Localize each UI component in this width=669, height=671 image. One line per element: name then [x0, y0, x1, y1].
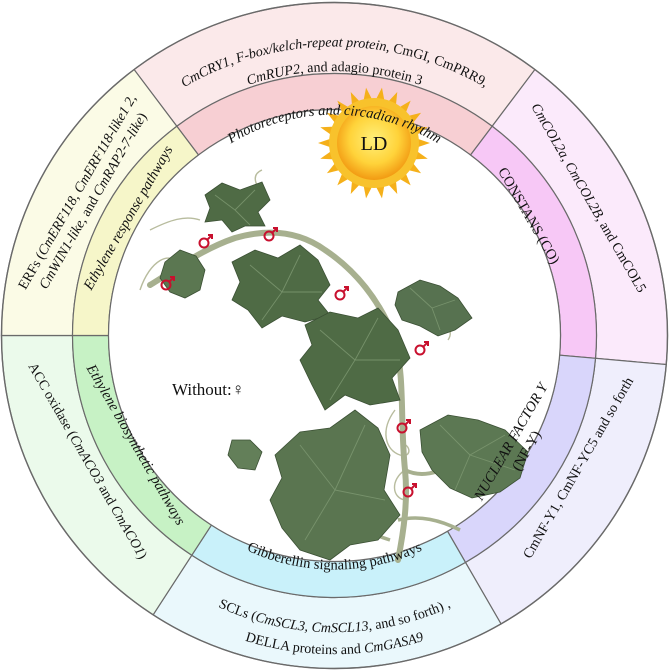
male-symbol-icon: [402, 483, 417, 498]
plant-image: [139, 169, 529, 563]
male-symbol-icon: [414, 341, 429, 356]
sun-ray: [363, 87, 373, 102]
sun-icon: LD: [318, 87, 430, 199]
sun-ray: [337, 100, 350, 114]
male-symbol-icon: [334, 286, 349, 301]
sun-ray: [375, 87, 385, 102]
sun-ray: [398, 172, 411, 186]
sun-ray: [375, 184, 385, 199]
male-symbol-icon: [198, 234, 213, 249]
sun-ray: [318, 138, 332, 148]
sun-ray: [337, 172, 350, 186]
male-symbol-icon: [263, 227, 278, 242]
sun-label: LD: [361, 133, 388, 155]
sun-ray: [398, 100, 411, 114]
without-female-label: Without:♀: [172, 380, 245, 399]
sun-ray: [416, 138, 430, 148]
male-symbol-icon: [160, 276, 175, 291]
male-symbol-icon: [396, 419, 411, 434]
male-flower-markers: [160, 227, 429, 498]
sun-ray: [363, 184, 373, 199]
